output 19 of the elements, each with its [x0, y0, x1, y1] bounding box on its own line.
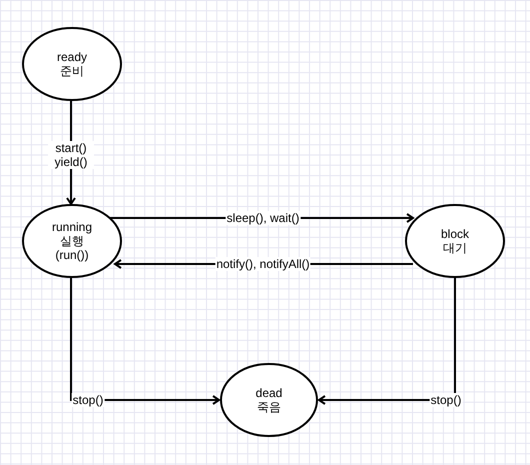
- state-label: 준비: [60, 64, 84, 78]
- state-label: block: [440, 227, 469, 241]
- state-label: running: [52, 220, 92, 234]
- state-ellipse: [22, 27, 122, 101]
- edge-label: sleep(), wait(): [226, 211, 300, 225]
- state-ellipse: [220, 363, 318, 437]
- edge-label: stop(): [72, 393, 104, 407]
- state-label: (run()): [55, 248, 89, 262]
- state-ellipse: [22, 204, 122, 278]
- state-label: 대기: [443, 241, 467, 255]
- state-label: 실행: [60, 234, 84, 248]
- state-label: dead: [256, 386, 282, 400]
- state-label: ready: [56, 50, 88, 64]
- edge-label: start() yield(): [48, 141, 94, 169]
- edge-label: notify(), notifyAll(): [215, 257, 311, 271]
- arrow: [318, 278, 456, 405]
- state-label: 죽음: [257, 400, 281, 414]
- edge-label: stop(): [430, 393, 462, 407]
- state-ellipse: [405, 204, 505, 278]
